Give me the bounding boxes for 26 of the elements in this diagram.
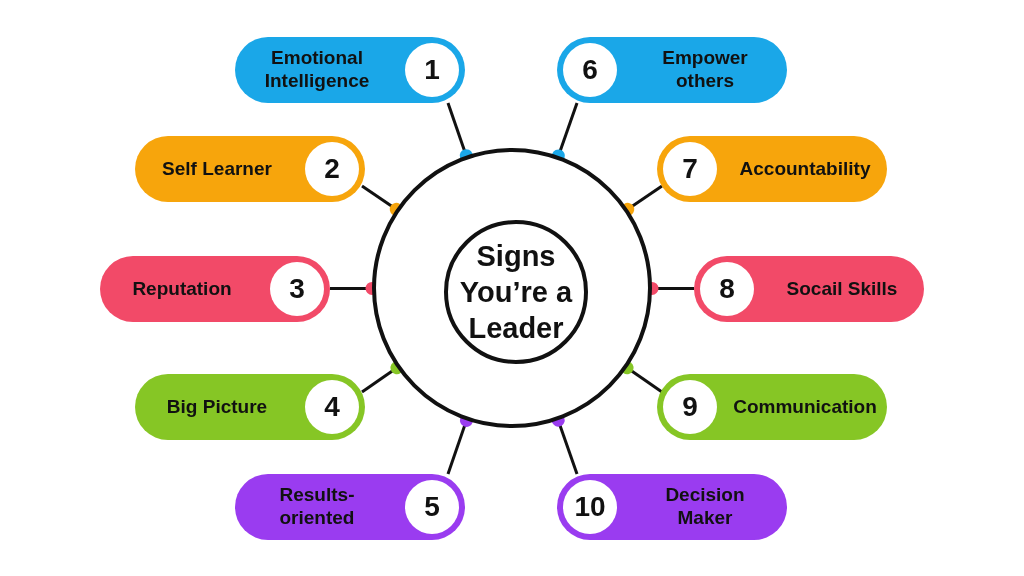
- topic-label: Results-oriented: [278, 484, 356, 530]
- topic-pill: [135, 374, 365, 440]
- number-badge: 6: [563, 43, 617, 97]
- topic-label: Emotional Intelligence: [263, 47, 371, 93]
- number-badge: 7: [663, 142, 717, 196]
- topic-label: Decision Maker: [664, 484, 746, 530]
- topic-pill: [657, 136, 887, 202]
- topic-label: Socail Skills: [785, 277, 899, 301]
- topic-label: Self Learner: [161, 157, 273, 181]
- number-badge: 5: [405, 480, 459, 534]
- topic-label: Empower others: [661, 47, 749, 93]
- topic-pill: [657, 374, 887, 440]
- number-badge: 4: [305, 380, 359, 434]
- number-badge: 1: [405, 43, 459, 97]
- topic-pill: [135, 136, 365, 202]
- number-badge: 2: [305, 142, 359, 196]
- number-badge: 3: [270, 262, 324, 316]
- center-circle: [444, 220, 588, 364]
- topic-label: Communication: [732, 395, 878, 419]
- topic-label: Accountability: [738, 157, 872, 181]
- number-badge: 10: [563, 480, 617, 534]
- topic-label: Big Picture: [165, 395, 269, 419]
- center-title: Signs You’re a Leader: [458, 238, 574, 347]
- number-badge: 9: [663, 380, 717, 434]
- topic-label: Reputation: [131, 277, 233, 301]
- number-badge: 8: [700, 262, 754, 316]
